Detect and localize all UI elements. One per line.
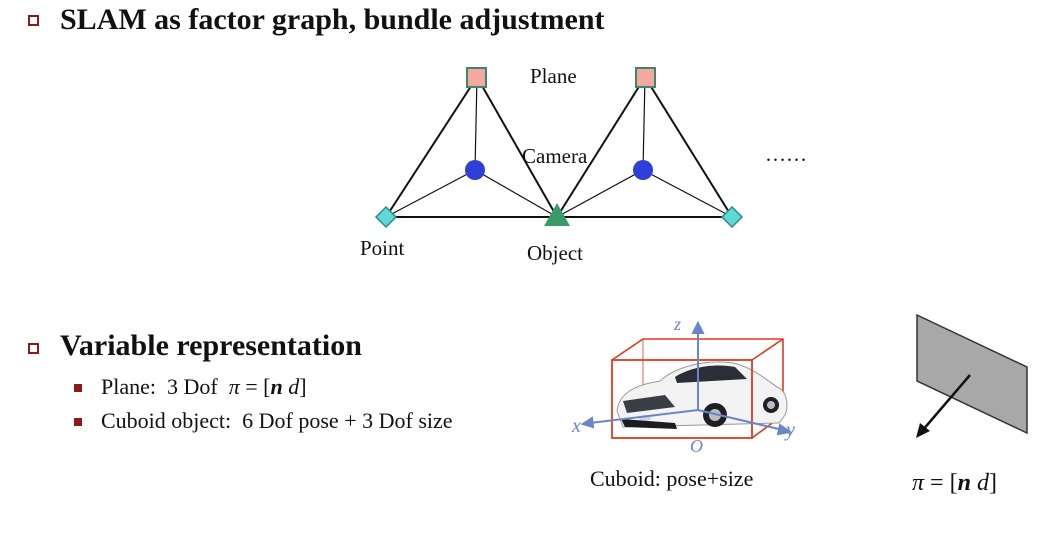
cuboid-illustration: [580, 320, 793, 439]
normal-vector-arrow: [921, 374, 971, 432]
plane-node-2: [635, 67, 656, 88]
edge-camera1-object: [474, 169, 558, 218]
camera-label: Camera: [522, 144, 588, 168]
cuboid-bullet-text: Cuboid object: 6 Dof pose + 3 Dof size: [101, 408, 453, 434]
y-axis-label: y: [786, 419, 795, 441]
plane-bullet-pi: π: [228, 374, 240, 399]
plane-node-1: [466, 67, 487, 88]
plane-bullet-close: ]: [299, 374, 307, 399]
plane-formula-n: n: [957, 470, 971, 496]
plane-formula: π = [n d]: [912, 470, 997, 497]
plane-formula-d: d: [976, 470, 989, 496]
y-axis: [697, 409, 784, 431]
factor-graph-diagram: [374, 67, 744, 229]
plane-bullet-d: d: [288, 374, 300, 399]
plane-bullet-text: Plane: 3 Dof π = [n d]: [101, 374, 307, 400]
plane-bullet-n: n: [270, 374, 283, 399]
plane-formula-close: ]: [988, 470, 997, 496]
plane-formula-open: [: [949, 470, 958, 496]
plane-illustration: [916, 313, 1028, 438]
cuboid-bullet-detail: 6 Dof pose + 3 Dof size: [242, 408, 453, 433]
origin-label: O: [690, 436, 703, 456]
object-node: [544, 203, 570, 226]
edge-camera2-object: [556, 169, 644, 218]
plane-formula-pi: π: [912, 470, 925, 496]
plane-bullet-label: Plane:: [101, 374, 156, 399]
cuboid-edge-top-left: [611, 338, 644, 361]
point-node-2: [720, 205, 744, 229]
camera-node-1: [465, 160, 485, 180]
edge-plane2-object: [556, 76, 646, 218]
camera-node-2: [633, 160, 653, 180]
object-label: Object: [527, 241, 583, 265]
plane-label: Plane: [530, 64, 577, 88]
point-node-1: [374, 205, 398, 229]
section2-bullet-icon: [28, 343, 39, 354]
plane-bullet-icon: [74, 384, 82, 392]
plane-bullet-open: [: [263, 374, 271, 399]
cuboid-front-face: [611, 359, 753, 439]
cuboid-bullet-icon: [74, 418, 82, 426]
cuboid-caption: Cuboid: pose+size: [590, 466, 754, 491]
plane-bullet-eq: =: [245, 374, 258, 399]
edge-camera2-point2: [642, 169, 733, 218]
edge-plane1-point: [385, 76, 478, 218]
cuboid-bullet-label: Cuboid object:: [101, 408, 232, 433]
plane-bullet-detail: 3 Dof: [167, 374, 218, 399]
section2-heading: Variable representation: [60, 329, 362, 362]
section1-heading: SLAM as factor graph, bundle adjustment: [60, 3, 605, 36]
edge-camera2-plane2: [642, 76, 646, 171]
edge-camera1-plane1: [474, 76, 478, 171]
plane-surface: [916, 313, 1028, 435]
edge-plane2-point2: [644, 76, 733, 218]
point-label: Point: [360, 236, 405, 260]
normal-arrow-head: [916, 423, 930, 438]
cuboid-edge-top-right: [751, 338, 784, 361]
edge-camera1-point: [385, 169, 476, 218]
x-axis-label: x: [572, 415, 581, 437]
plane-formula-eq: =: [930, 470, 944, 496]
ellipsis-label: ……: [765, 142, 807, 166]
edge-plane1-object: [476, 76, 558, 218]
section1-bullet-icon: [28, 15, 39, 26]
z-axis-label: z: [674, 314, 682, 334]
x-axis: [589, 409, 699, 424]
